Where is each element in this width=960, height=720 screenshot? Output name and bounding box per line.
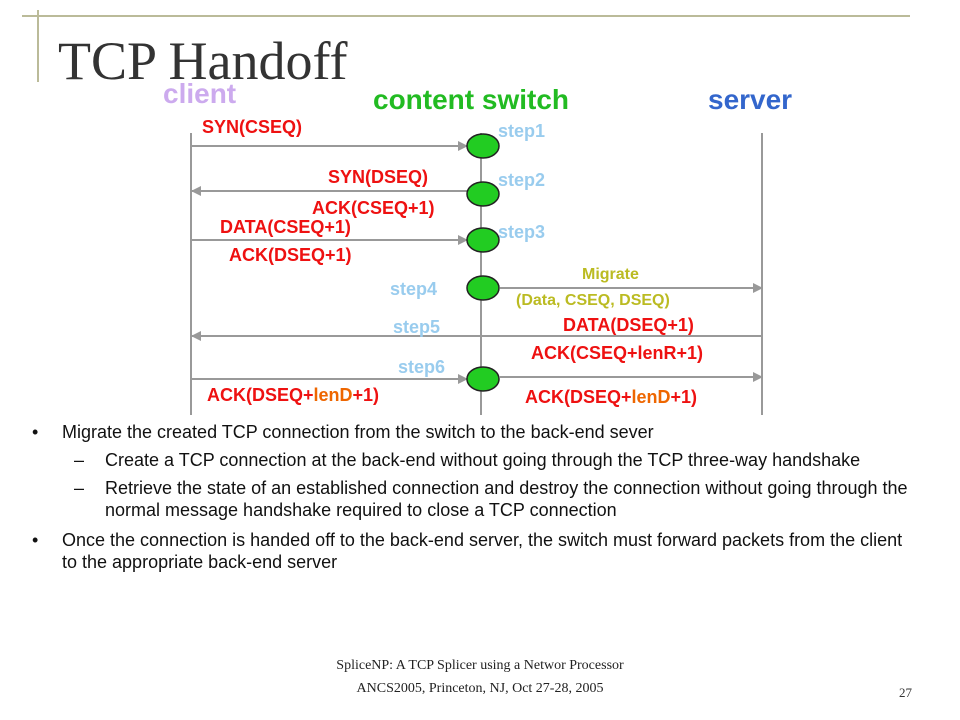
footer-line-2: ANCS2005, Princeton, NJ, Oct 27-28, 2005	[356, 681, 604, 696]
switch-node-step1	[466, 133, 500, 159]
bullet-list: • Migrate the created TCP connection fro…	[30, 421, 910, 573]
sub-bullet-item: – Retrieve the state of an established c…	[30, 477, 910, 521]
bullet-dot-icon: •	[32, 530, 39, 550]
client-label: client	[163, 78, 237, 109]
step5-label: step5	[393, 317, 441, 337]
step3-label: step3	[498, 222, 546, 242]
switch-node-step6	[466, 366, 500, 392]
step6-label: step6	[398, 357, 446, 377]
msg-data-dseq1: DATA(DSEQ+1)	[563, 315, 694, 335]
msg-ack-dseq-lend-right: ACK(DSEQ+lenD+1)	[525, 387, 697, 408]
sub-bullet-item: – Create a TCP connection at the back-en…	[30, 449, 910, 471]
msg-ack-cseq1: ACK(CSEQ+1)	[312, 198, 435, 218]
msg-data-cseq1: DATA(CSEQ+1)	[220, 217, 351, 237]
dash-icon: –	[74, 478, 85, 498]
step2-label: step2	[498, 170, 546, 190]
sub-bullet-text: Retrieve the state of an established con…	[105, 478, 908, 520]
handoff-diagram	[190, 133, 763, 415]
dash-icon: –	[74, 450, 85, 470]
msg-syn-dseq: SYN(DSEQ)	[328, 167, 429, 187]
sub-bullet-text: Create a TCP connection at the back-end …	[105, 450, 861, 470]
server-label: server	[708, 84, 793, 115]
footer-line-1: SpliceNP: A TCP Splicer using a Networ P…	[336, 658, 624, 673]
msg-ack-dseq-lend-left: ACK(DSEQ+lenD+1)	[207, 385, 379, 406]
slide-title: TCP Handoff	[58, 31, 348, 91]
msg-ack-dseq1: ACK(DSEQ+1)	[229, 245, 352, 265]
msg-migrate: Migrate	[582, 266, 639, 283]
step4-label: step4	[390, 279, 438, 299]
bullet-dot-icon: •	[32, 422, 39, 442]
ack-right-prefix: ACK(DSEQ+	[525, 387, 632, 407]
step1-label: step1	[498, 121, 546, 141]
ack-right-lend: lenD	[631, 387, 671, 407]
bullet-item: • Once the connection is handed off to t…	[30, 529, 910, 573]
ack-left-lend: lenD	[313, 385, 353, 405]
content-switch-label: content switch	[373, 84, 570, 115]
ack-right-suffix: +1)	[670, 387, 698, 407]
ack-left-suffix: +1)	[352, 385, 380, 405]
ack-left-prefix: ACK(DSEQ+	[207, 385, 314, 405]
switch-node-step2	[466, 181, 500, 207]
msg-syn-cseq: SYN(CSEQ)	[202, 117, 303, 137]
msg-ack-cseq-lenr: ACK(CSEQ+lenR+1)	[531, 343, 704, 363]
bullet-text: Migrate the created TCP connection from …	[62, 422, 654, 442]
page-number: 27	[899, 685, 912, 700]
switch-node-step3	[466, 227, 500, 253]
msg-migrate-params: (Data, CSEQ, DSEQ)	[516, 292, 670, 309]
switch-node-step4	[466, 275, 500, 301]
bullet-text: Once the connection is handed off to the…	[62, 530, 903, 572]
bullet-item: • Migrate the created TCP connection fro…	[30, 421, 910, 443]
